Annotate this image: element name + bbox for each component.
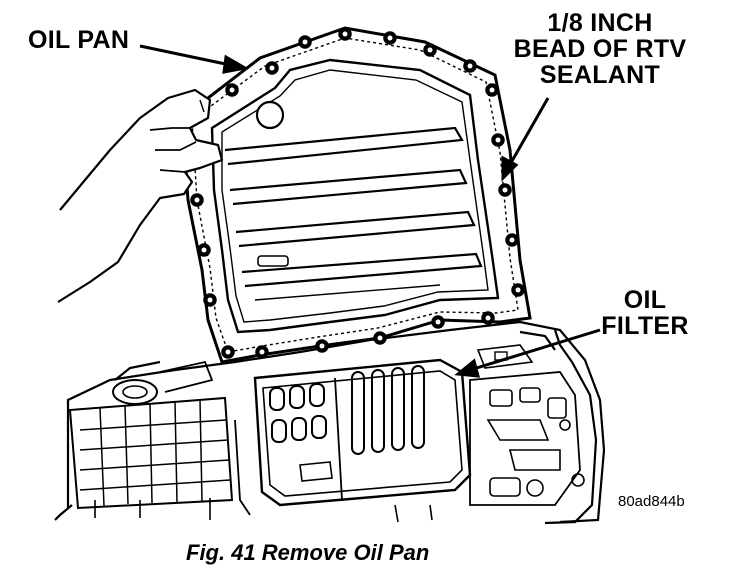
rtv-label-line-2: BEAD OF RTV xyxy=(513,35,687,63)
rtv-sealant-label: 1/8 INCH BEAD OF RTV SEALANT xyxy=(490,10,710,88)
figure-caption: Fig. 41 Remove Oil Pan xyxy=(186,540,430,565)
filter-label-line-1: OIL xyxy=(623,286,667,314)
oil-pan xyxy=(180,26,532,364)
rtv-label-line-3: SEALANT xyxy=(539,61,661,89)
rtv-label-line-1: 1/8 INCH xyxy=(547,9,653,37)
leader-arrows xyxy=(139,44,601,378)
oil-pan-label: OIL PAN xyxy=(28,26,130,54)
hand xyxy=(57,88,224,303)
oil-filter-label: OIL FILTER xyxy=(595,287,695,339)
transmission-case xyxy=(54,320,606,525)
filter-label-line-2: FILTER xyxy=(601,312,689,340)
figure-code: 80ad844b xyxy=(618,493,685,510)
oil-filter xyxy=(253,358,472,507)
